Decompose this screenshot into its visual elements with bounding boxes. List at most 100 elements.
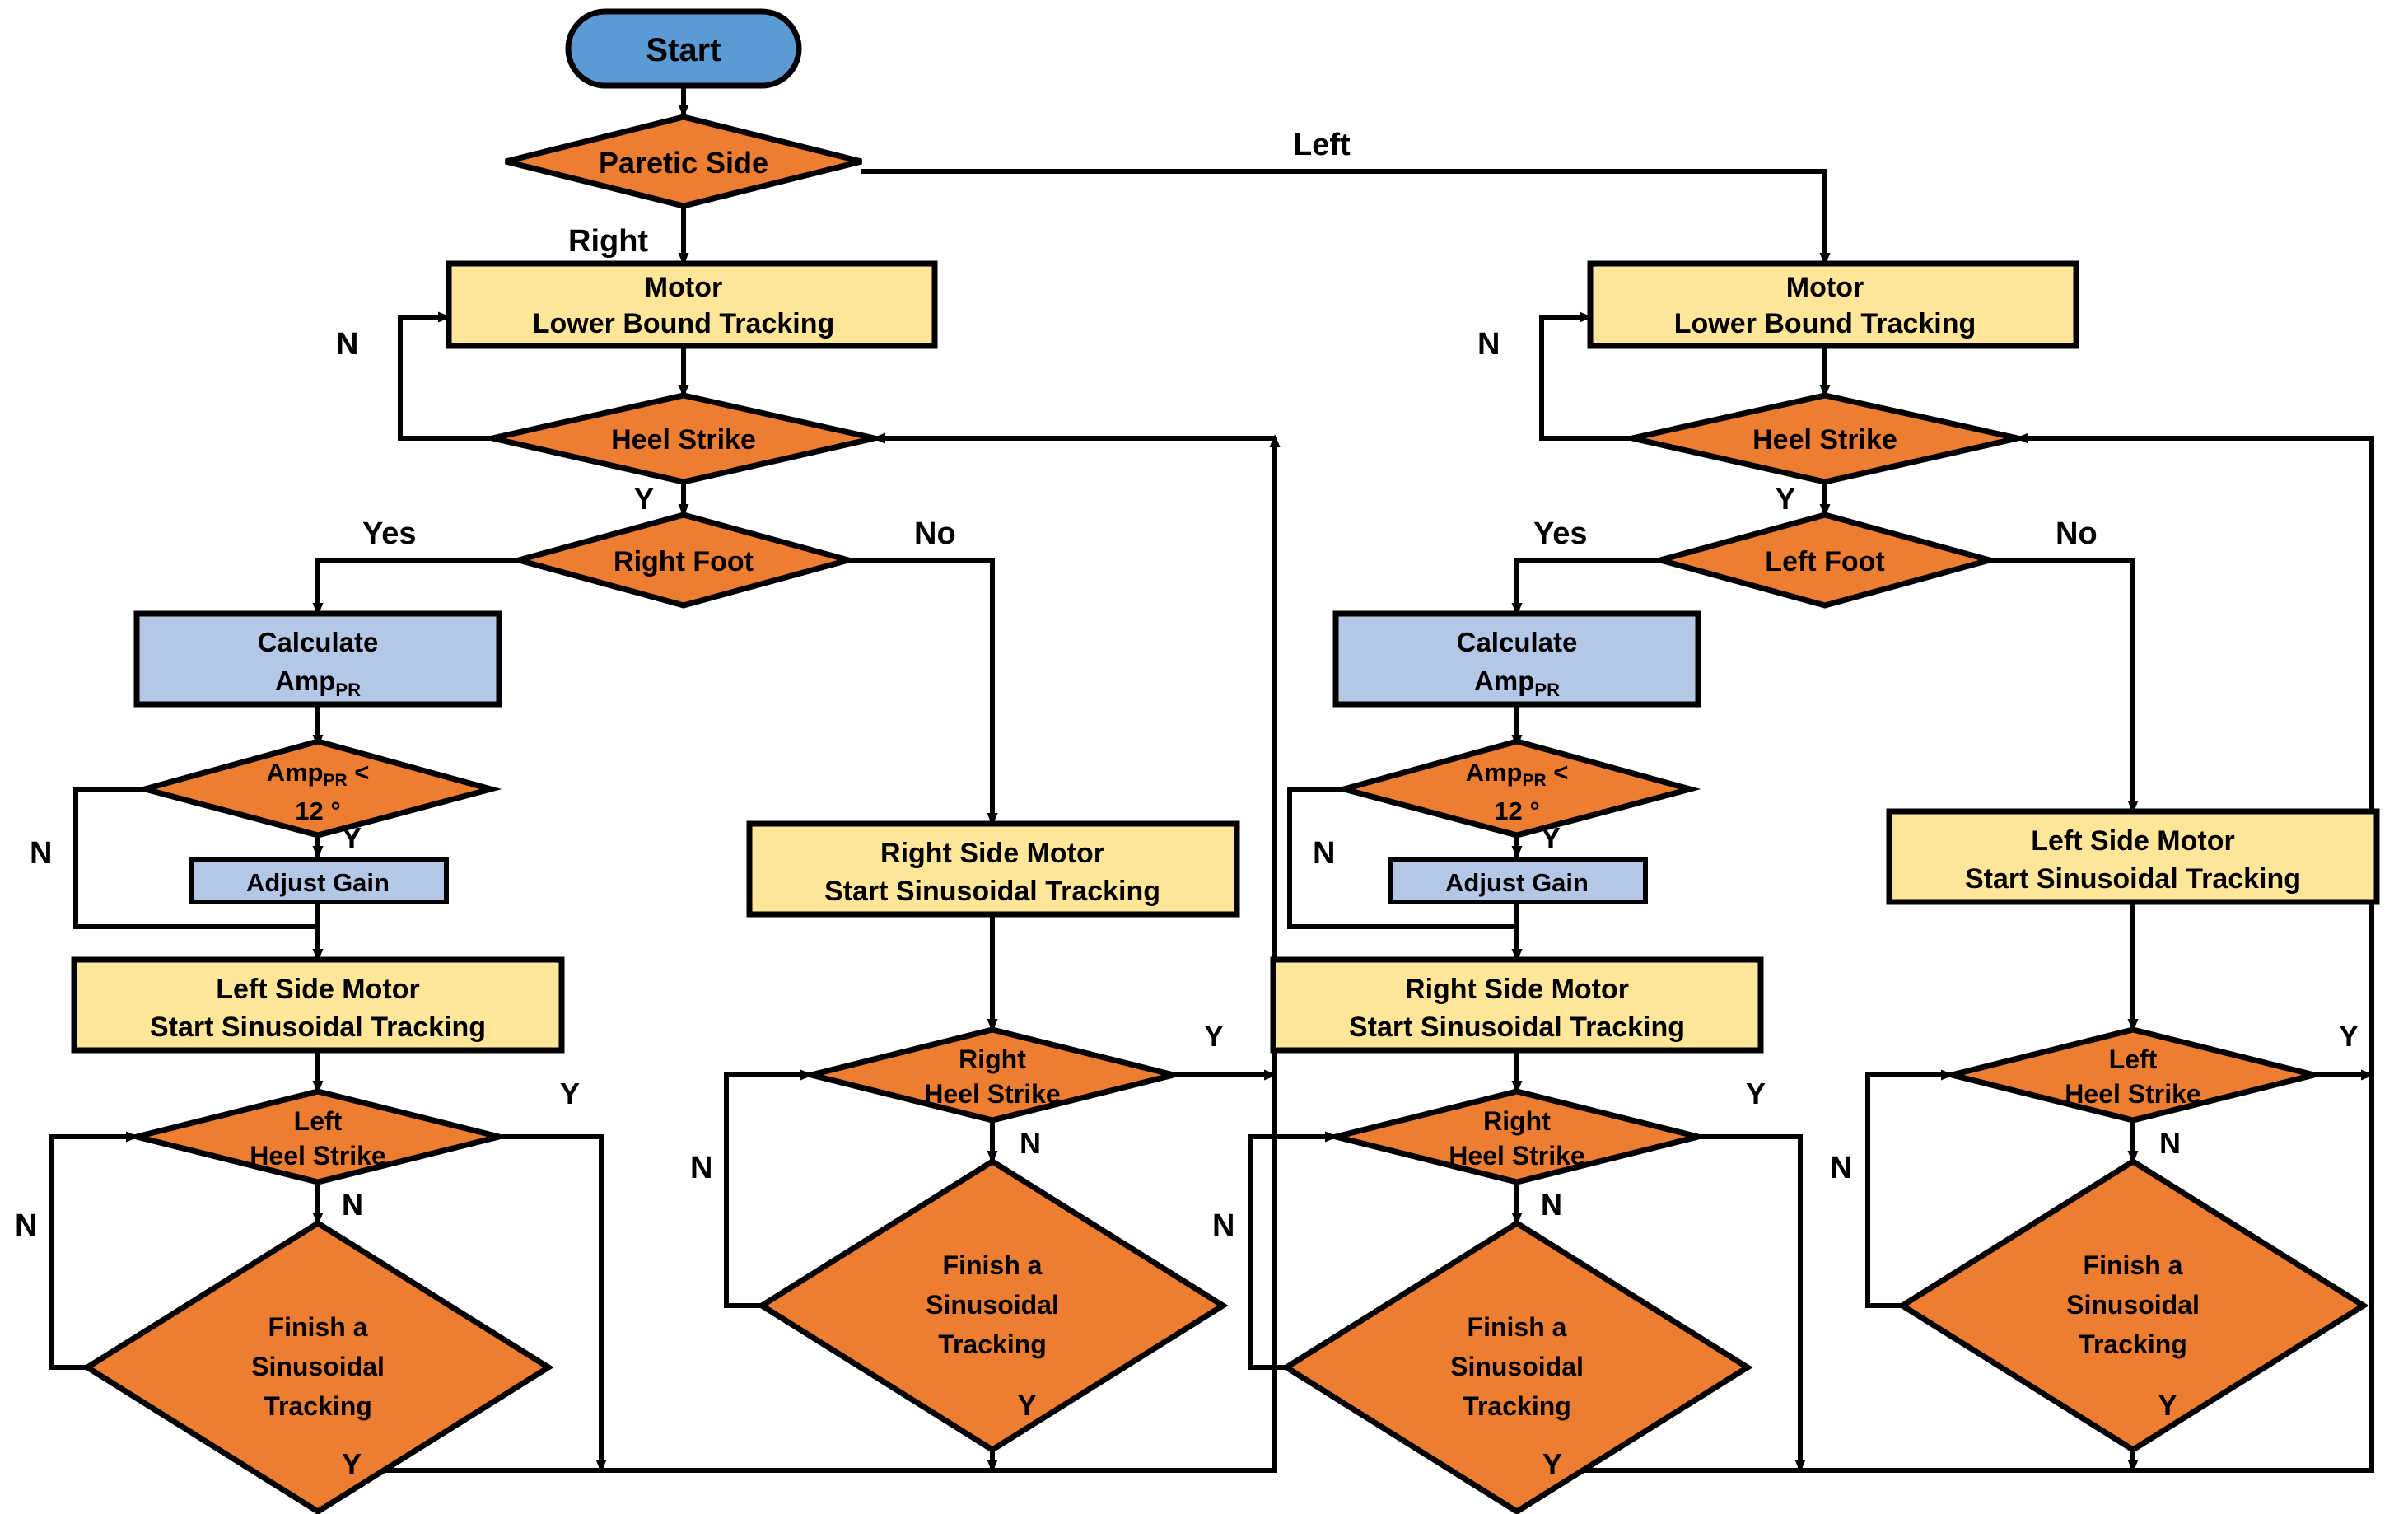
label-paretic-side: Paretic Side bbox=[599, 146, 768, 180]
node-left-foot[interactable] bbox=[1649, 512, 2001, 609]
node-right-heel-strike-middle[interactable] bbox=[810, 1026, 1174, 1124]
label-finish-r-3: Tracking bbox=[1463, 1391, 1571, 1421]
node-adjust-gain-right[interactable] bbox=[1388, 857, 1648, 904]
edgelabel-rightheel-N-R: N bbox=[1541, 1188, 1562, 1222]
node-paretic-side[interactable] bbox=[505, 114, 862, 209]
node-finish-sinusoidal-right[interactable] bbox=[1281, 1219, 1753, 1514]
node-right-heel-strike-right[interactable] bbox=[1335, 1088, 1699, 1185]
label-left-side-motor-fr-1: Left Side Motor bbox=[2031, 825, 2234, 857]
edgelabel-rightheel-Y-R: Y bbox=[1746, 1077, 1766, 1110]
node-finish-sinusoidal-middle[interactable] bbox=[756, 1157, 1229, 1454]
label-right-heel-strike-r-1: Right bbox=[1483, 1106, 1551, 1136]
node-heel-strike-right[interactable] bbox=[1631, 392, 2018, 485]
edgelabel-amp-N-R: N bbox=[1313, 836, 1335, 871]
node-left-side-motor-far-right[interactable] bbox=[1886, 808, 2380, 905]
label-amp-compare-right-2: 12 ° bbox=[1494, 797, 1540, 825]
label-amp-compare-left-2: 12 ° bbox=[295, 797, 341, 825]
node-calculate-amp-left[interactable] bbox=[133, 610, 502, 708]
label-right-side-motor-mid-1: Right Side Motor bbox=[880, 838, 1104, 869]
edgelabel-finish-Y-M: Y bbox=[1017, 1388, 1037, 1422]
label-left-heel-strike-1: Left bbox=[294, 1106, 343, 1136]
edgelabel-leftfoot-yes: Yes bbox=[1533, 516, 1588, 551]
edgelabel-amp-Y-L: Y bbox=[342, 821, 362, 855]
label-adjust-gain-right: Adjust Gain bbox=[1445, 868, 1589, 897]
node-start[interactable] bbox=[565, 8, 802, 89]
edgelabel-finish-N-R: N bbox=[1212, 1208, 1234, 1243]
edgelabel-finish2-N-FR: N bbox=[1830, 1151, 1852, 1185]
edge-paretic-left bbox=[861, 169, 1831, 266]
edgelabel-leftheel-Y: Y bbox=[560, 1077, 580, 1110]
label-right-side-motor-r-2: Start Sinusoidal Tracking bbox=[1349, 1012, 1685, 1043]
label-left-side-motor-fr-2: Start Sinusoidal Tracking bbox=[1965, 863, 2301, 895]
edge-amp-N-R bbox=[1287, 787, 1517, 929]
label-calculate-left-2: AmpPR bbox=[275, 666, 361, 700]
edgelabel-left: Left bbox=[1293, 128, 1351, 162]
label-left-side-motor-1: Left Side Motor bbox=[216, 974, 419, 1005]
edgelabel-leftfoot-no: No bbox=[2056, 516, 2098, 551]
label-left-heel-strike-fr-1: Left bbox=[2109, 1044, 2158, 1074]
edgelabel-heel-Y-R: Y bbox=[1776, 482, 1795, 516]
node-calculate-amp-right[interactable] bbox=[1332, 610, 1701, 708]
label-layer: Start Paretic Side Motor Lower Bound Tra… bbox=[150, 32, 2301, 1421]
label-finish-mid-2: Sinusoidal bbox=[926, 1290, 1059, 1320]
label-finish-fr-3: Tracking bbox=[2079, 1329, 2187, 1359]
node-right-foot[interactable] bbox=[507, 512, 860, 609]
label-finish-r-2: Sinusoidal bbox=[1450, 1352, 1584, 1381]
label-amp-compare-left-1: AmpPR < bbox=[267, 758, 370, 790]
edgelabel-heel-N-L: N bbox=[336, 327, 358, 362]
edgelabel-right: Right bbox=[568, 224, 648, 259]
node-right-side-motor-middle[interactable] bbox=[746, 820, 1240, 918]
node-adjust-gain-left[interactable] bbox=[189, 857, 449, 904]
label-right-foot: Right Foot bbox=[614, 546, 754, 577]
node-heel-strike-left[interactable] bbox=[492, 392, 875, 485]
label-motor-right-2: Lower Bound Tracking bbox=[1674, 308, 1976, 339]
node-left-side-motor[interactable] bbox=[71, 956, 565, 1054]
label-calculate-left-1: Calculate bbox=[258, 627, 379, 657]
label-amp-compare-right-1: AmpPR < bbox=[1466, 758, 1569, 790]
edgelabel-rightheel-Y-M: Y bbox=[1204, 1019, 1224, 1053]
edgelabel-heel-Y-L: Y bbox=[634, 482, 654, 516]
label-finish-fr-1: Finish a bbox=[2084, 1250, 2183, 1280]
node-finish-sinusoidal-left[interactable] bbox=[82, 1219, 554, 1514]
node-motor-lower-bound-right[interactable] bbox=[1587, 260, 2079, 349]
label-heel-strike-left: Heel Strike bbox=[611, 424, 756, 456]
edgelabel-finish2-Y-FR: Y bbox=[2158, 1388, 2177, 1422]
node-motor-lower-bound-left[interactable] bbox=[446, 260, 938, 349]
node-layer bbox=[71, 8, 2380, 1514]
edgelabel-amp-Y-R: Y bbox=[1541, 821, 1561, 855]
node-finish-sinusoidal-far-right[interactable] bbox=[1897, 1157, 2369, 1454]
label-heel-strike-right: Heel Strike bbox=[1752, 424, 1897, 456]
edge-rightfoot-no bbox=[848, 558, 998, 826]
edgelabel-finish-N-L: N bbox=[15, 1208, 37, 1243]
edgelabel-finish-Y-L: Y bbox=[342, 1447, 362, 1481]
edgelabel-rightfoot-yes: Yes bbox=[362, 516, 417, 551]
edgelabel-leftheel-N-FR: N bbox=[2159, 1126, 2181, 1160]
edgelabel-rightfoot-no: No bbox=[914, 516, 956, 551]
edge-leftfoot-yes bbox=[1511, 558, 1660, 616]
node-right-side-motor-right[interactable] bbox=[1270, 956, 1764, 1054]
label-start: Start bbox=[646, 32, 721, 68]
label-left-foot: Left Foot bbox=[1765, 546, 1884, 577]
edgelabel-heel-N-R: N bbox=[1477, 327, 1500, 362]
label-left-side-motor-2: Start Sinusoidal Tracking bbox=[150, 1012, 486, 1043]
label-finish-mid-1: Finish a bbox=[943, 1250, 1043, 1280]
label-finish-fr-2: Sinusoidal bbox=[2066, 1290, 2200, 1320]
label-motor-left-2: Lower Bound Tracking bbox=[533, 308, 834, 339]
edge-heel-N-loop-L bbox=[398, 311, 499, 441]
label-calculate-right-2: AmpPR bbox=[1474, 666, 1560, 700]
node-left-heel-strike-far-right[interactable] bbox=[1951, 1026, 2315, 1124]
label-calculate-right-1: Calculate bbox=[1457, 627, 1578, 657]
label-finish-mid-3: Tracking bbox=[938, 1329, 1047, 1359]
label-left-heel-strike-fr-2: Heel Strike bbox=[2065, 1079, 2200, 1109]
edgelabel-finish-N-M: N bbox=[690, 1151, 712, 1185]
label-finish-left-2: Sinusoidal bbox=[251, 1352, 385, 1381]
node-left-heel-strike[interactable] bbox=[136, 1088, 500, 1185]
node-amp-compare-right[interactable] bbox=[1332, 738, 1701, 839]
label-finish-left-1: Finish a bbox=[268, 1312, 368, 1342]
edge-rightfoot-yes bbox=[312, 558, 519, 616]
node-amp-compare-left[interactable] bbox=[133, 738, 502, 839]
label-adjust-gain-left: Adjust Gain bbox=[246, 868, 390, 897]
edge-leftheel-Y bbox=[499, 1134, 607, 1473]
label-right-heel-strike-r-2: Heel Strike bbox=[1449, 1141, 1584, 1171]
label-left-heel-strike-2: Heel Strike bbox=[250, 1141, 385, 1171]
